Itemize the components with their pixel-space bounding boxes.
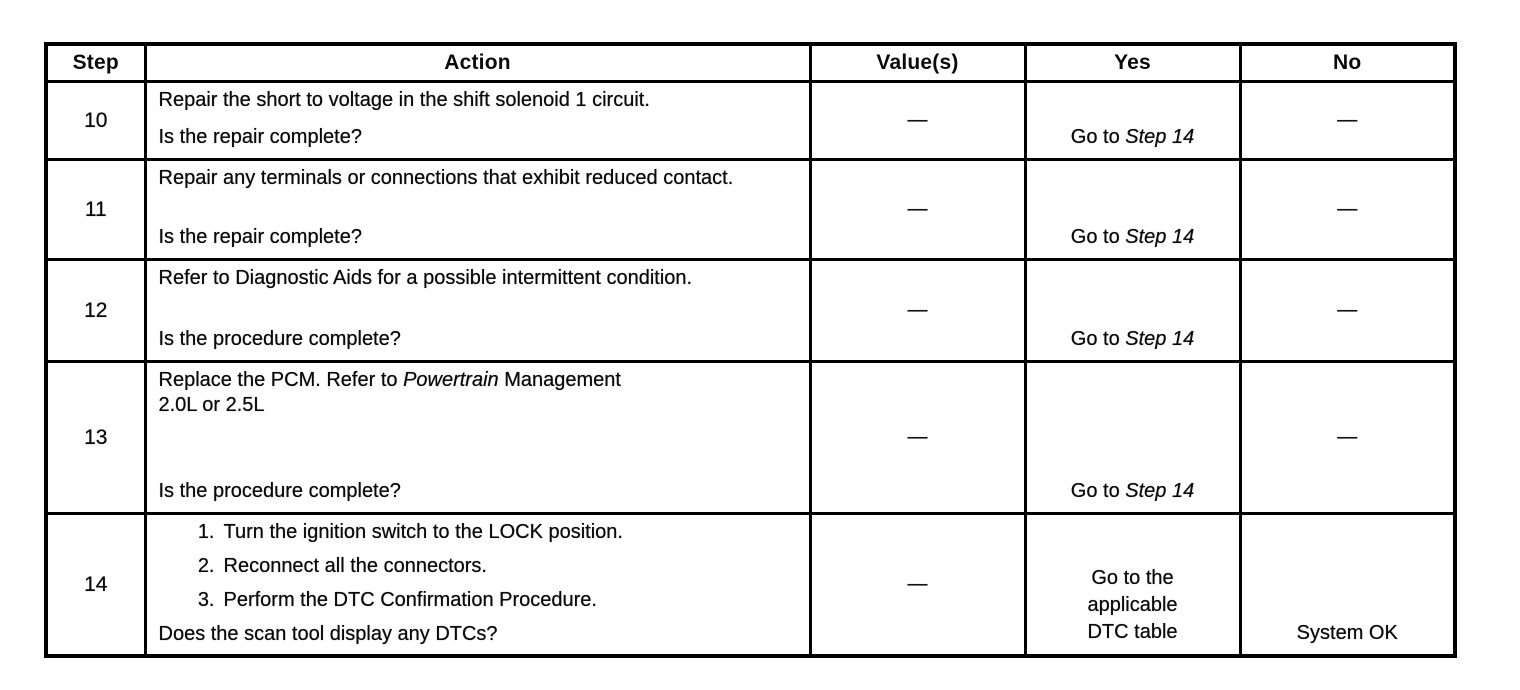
list-item: 2. Reconnect all the connectors.: [187, 554, 799, 579]
yes-cell: Go to Step 14: [1023, 258, 1242, 363]
no-cell: —: [1238, 158, 1457, 261]
action-text: Refer to Diagnostic Aids for a possible …: [158, 267, 693, 289]
yes-cell: Go to the applicable DTC table: [1023, 512, 1242, 658]
action-text-italic: Powertrain: [403, 369, 499, 391]
goto-step-ref: Step 14: [1125, 328, 1195, 350]
step-number: 13: [44, 360, 147, 515]
no-cell: —: [1238, 80, 1457, 161]
list-item: 3. Perform the DTC Confirmation Procedure…: [187, 588, 799, 613]
action-question: Is the repair complete?: [158, 226, 362, 248]
goto-step-ref: Step 14: [1125, 226, 1195, 248]
action-cell: Repair the short to voltage in the shift…: [143, 80, 812, 161]
header-no: No: [1238, 42, 1457, 83]
table-row-step-10: 10 Repair the short to voltage in the sh…: [44, 80, 1457, 161]
goto-text-line: DTC table: [1087, 621, 1178, 643]
step-number: 12: [44, 258, 147, 363]
goto-text-line: applicable: [1087, 594, 1178, 616]
yes-cell: Go to Step 14: [1023, 360, 1242, 515]
goto-text: Go to: [1070, 480, 1126, 502]
values-cell: —: [808, 158, 1027, 261]
list-item-text: Perform the DTC Confirmation Procedure.: [223, 589, 597, 611]
goto-text-multiline: Go to the applicable DTC table: [1027, 565, 1239, 646]
table-row-step-14: 14 1. Turn the ignition switch to the LOC…: [44, 512, 1457, 658]
yes-cell: Go to Step 14: [1023, 158, 1242, 261]
yes-cell: Go to Step 14: [1023, 80, 1242, 161]
diagnostic-steps-table: Step Action Value(s) Yes No 10 Repair th…: [44, 42, 1457, 658]
list-item-text: Turn the ignition switch to the LOCK pos…: [223, 521, 623, 543]
action-cell: Refer to Diagnostic Aids for a possible …: [143, 258, 812, 363]
action-question: Is the procedure complete?: [158, 480, 401, 502]
header-values: Value(s): [808, 42, 1027, 83]
action-text-line2: 2.0L or 2.5L: [158, 394, 265, 416]
table-row-step-12: 12 Refer to Diagnostic Aids for a possib…: [44, 258, 1457, 363]
action-question: Is the repair complete?: [158, 126, 362, 148]
step-number: 11: [44, 158, 147, 261]
goto-text: Go to: [1070, 226, 1126, 248]
goto-text: Go to: [1070, 328, 1126, 350]
action-cell: 1. Turn the ignition switch to the LOCK p…: [143, 512, 812, 658]
action-text: Repair the short to voltage in the shift…: [158, 89, 650, 111]
table-row-step-13: 13 Replace the PCM. Refer to Powertrain …: [44, 360, 1457, 515]
action-numbered-list: 1. Turn the ignition switch to the LOCK p…: [187, 520, 799, 622]
values-cell: —: [808, 360, 1027, 515]
goto-step-ref: Step 14: [1125, 126, 1195, 148]
list-item-text: Reconnect all the connectors.: [223, 555, 488, 577]
action-cell: Repair any terminals or connections that…: [143, 158, 812, 261]
action-text-part: Management: [498, 369, 621, 391]
values-cell: —: [808, 80, 1027, 161]
goto-text-line: Go to the: [1091, 567, 1174, 589]
list-item: 1. Turn the ignition switch to the LOCK p…: [187, 520, 799, 545]
step-number: 10: [44, 80, 147, 161]
table-row-step-11: 11 Repair any terminals or connections t…: [44, 158, 1457, 261]
header-step: Step: [44, 42, 147, 83]
values-cell: —: [808, 512, 1027, 658]
goto-step-ref: Step 14: [1125, 480, 1195, 502]
action-text-part: Replace the PCM. Refer to: [158, 369, 404, 391]
list-item-number: 1.: [197, 521, 215, 543]
list-item-number: 2.: [197, 555, 215, 577]
no-cell: —: [1238, 258, 1457, 363]
action-cell: Replace the PCM. Refer to Powertrain Man…: [143, 360, 812, 515]
goto-text: Go to: [1070, 126, 1126, 148]
step-number: 14: [44, 512, 147, 658]
list-item-number: 3.: [197, 589, 215, 611]
action-text: Replace the PCM. Refer to Powertrain Man…: [159, 368, 799, 418]
no-cell: —: [1238, 360, 1457, 515]
header-row: Step Action Value(s) Yes No: [44, 42, 1457, 83]
header-yes: Yes: [1023, 42, 1242, 83]
no-cell: System OK: [1238, 512, 1457, 658]
values-cell: —: [808, 258, 1027, 363]
header-action: Action: [143, 42, 812, 83]
action-question: Is the procedure complete?: [158, 328, 401, 350]
action-text: Repair any terminals or connections that…: [158, 167, 734, 189]
action-question: Does the scan tool display any DTCs?: [158, 623, 498, 645]
